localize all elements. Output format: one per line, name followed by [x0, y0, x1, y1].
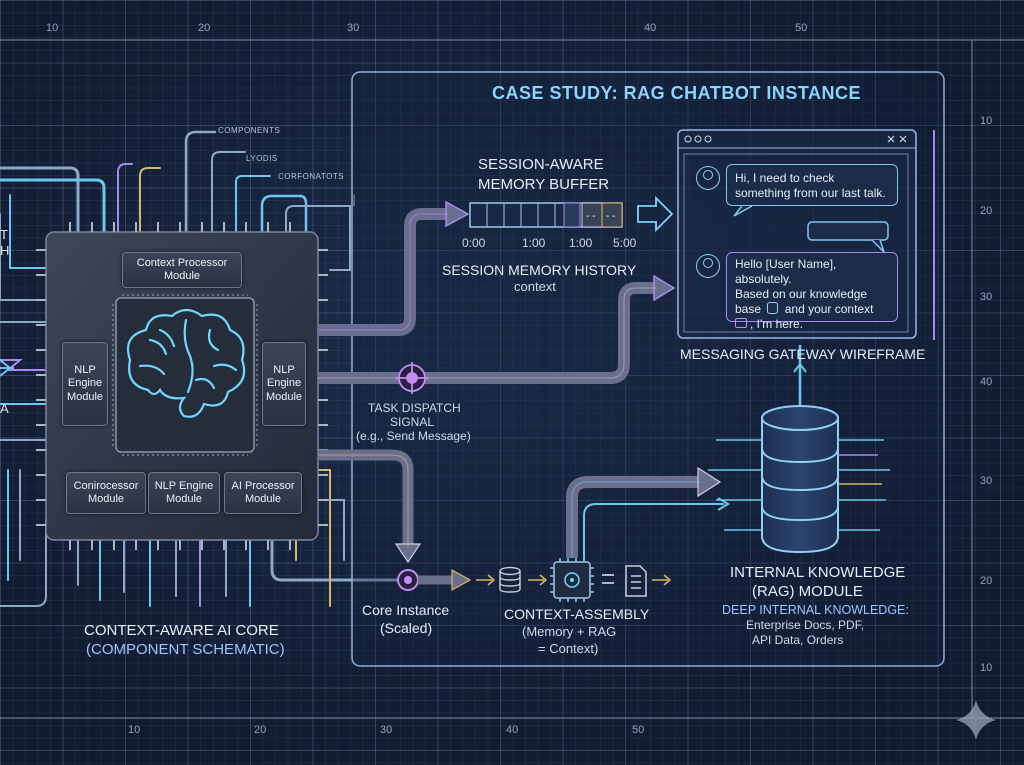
chip-top-wires [0, 130, 355, 301]
left-edge-letter-t: T [0, 227, 8, 242]
ruler-bottom-30: 30 [380, 724, 393, 736]
ruler-top-30: 30 [347, 22, 360, 34]
memory-title-line1: SESSION-AWARE [478, 156, 604, 173]
mini-db-inline-icon [767, 302, 779, 314]
knowledge-title-line2: (RAG) MODULE [752, 583, 863, 600]
ruler-right-40: 40 [980, 376, 993, 388]
user-message-text: Hi, I need to check something from our l… [735, 171, 886, 200]
chat-inline-icon [735, 318, 747, 328]
left-edge-letter-h: H [0, 243, 10, 258]
sparkle-icon [956, 700, 996, 740]
ruler-right-10b: 10 [980, 662, 993, 674]
assembly-line2: (Memory + RAG [522, 624, 617, 639]
svg-text:- -: - - [586, 211, 595, 222]
db-fanout-lines [708, 439, 890, 531]
memory-tick-1: 1:00 [522, 236, 546, 250]
bot-message-line1: Hello [User Name], absolutely. [735, 257, 837, 286]
ruler-right-30: 30 [980, 291, 993, 303]
core-instance-line1: Core Instance [362, 602, 450, 618]
chip-title: CONTEXT-AWARE AI CORE [84, 622, 279, 639]
brain-icon [126, 308, 246, 418]
chip-side-wires [0, 321, 400, 607]
knowledge-title-line1: INTERNAL KNOWLEDGE [730, 564, 906, 581]
assembly-line1: CONTEXT-ASSEMBLY [504, 606, 650, 622]
memory-history-sub: context [514, 279, 556, 294]
arrow-to-messaging [637, 195, 674, 233]
callout-components: COMPONENTS [218, 126, 281, 135]
context-processor-module: Context Processor Module [122, 252, 242, 288]
dispatch-line1: TASK DISPATCH [368, 401, 461, 415]
memory-tick-3: 5:00 [613, 236, 637, 250]
memory-tick-2: 1:00 [569, 236, 593, 250]
ruler-bottom-10: 10 [128, 724, 141, 736]
ruler-bottom-40: 40 [506, 724, 519, 736]
bot-message-line3b: and your context [784, 302, 874, 316]
messaging-caption: MESSAGING GATEWAY WIREFRAME [680, 346, 926, 362]
ruler-right-10: 10 [980, 115, 993, 127]
dispatch-line2: SIGNAL [390, 415, 435, 429]
dispatch-target-icon [396, 362, 428, 394]
nlp-engine-module-bottom: NLP Engine Module [148, 472, 220, 514]
knowledge-items-line2: API Data, Orders [752, 633, 844, 647]
ruler-right-30b: 30 [980, 475, 993, 487]
left-edge-letter-a: A [0, 401, 9, 416]
chip-subtitle: (COMPONENT SCHEMATIC) [86, 641, 285, 658]
svg-text:- -: - - [606, 211, 615, 222]
knowledge-deep-label: DEEP INTERNAL KNOWLEDGE: [722, 603, 909, 617]
bot-message-bubble: Hello [User Name], absolutely. Based on … [726, 252, 898, 331]
mini-database-icon [499, 566, 521, 593]
ruler-top-20: 20 [198, 22, 211, 34]
memory-buffer-strip: - - - - [469, 202, 623, 228]
bot-avatar-icon [696, 254, 720, 278]
ruler-bottom-20: 20 [254, 724, 267, 736]
database-icon [761, 405, 839, 554]
ruler-bottom-50: 50 [632, 724, 645, 736]
ruler-right-20b: 20 [980, 575, 993, 587]
ruler-top-50: 50 [795, 22, 808, 34]
nlp-engine-module-right: NLP Engine Module [262, 342, 306, 426]
knowledge-items-line1: Enterprise Docs, PDF, [746, 618, 865, 632]
ruler-top-40: 40 [644, 22, 657, 34]
core-instance-line2: (Scaled) [380, 620, 433, 636]
callout-corfonatots: CORFONATOTS [278, 172, 345, 181]
bot-message-line3a: base [735, 302, 762, 316]
memory-tick-0: 0:00 [462, 236, 486, 250]
coprocessor-module: Conirocessor Module [66, 472, 146, 514]
ruler-right-20: 20 [980, 205, 993, 217]
document-icon [625, 565, 647, 597]
ruler-top-10: 10 [46, 22, 59, 34]
chip-core-die [115, 297, 255, 453]
callout-lyodis: LYODIS [246, 154, 278, 163]
user-message-bubble: Hi, I need to check something from our l… [726, 164, 898, 206]
bot-message-line4: , I'm here. [750, 317, 803, 331]
empty-bubble [807, 221, 889, 241]
dispatch-line3: (e.g., Send Message) [356, 429, 471, 443]
chip-core-pins [112, 294, 258, 456]
memory-history-label: SESSION MEMORY HISTORY [442, 262, 637, 278]
ai-processor-module: AI Processor Module [224, 472, 302, 514]
case-study-title: CASE STUDY: RAG CHATBOT INSTANCE [492, 83, 861, 103]
bot-message-line2: Based on our knowledge [735, 287, 868, 301]
equals-sign [602, 574, 614, 584]
user-bubble-tail [733, 205, 753, 217]
assembly-chip-icon [550, 558, 594, 602]
memory-title-line2: MEMORY BUFFER [478, 176, 610, 193]
user-avatar-icon [696, 166, 720, 190]
nlp-engine-module-left: NLP Engine Module [62, 342, 108, 426]
assembly-line3: = Context) [538, 641, 599, 656]
